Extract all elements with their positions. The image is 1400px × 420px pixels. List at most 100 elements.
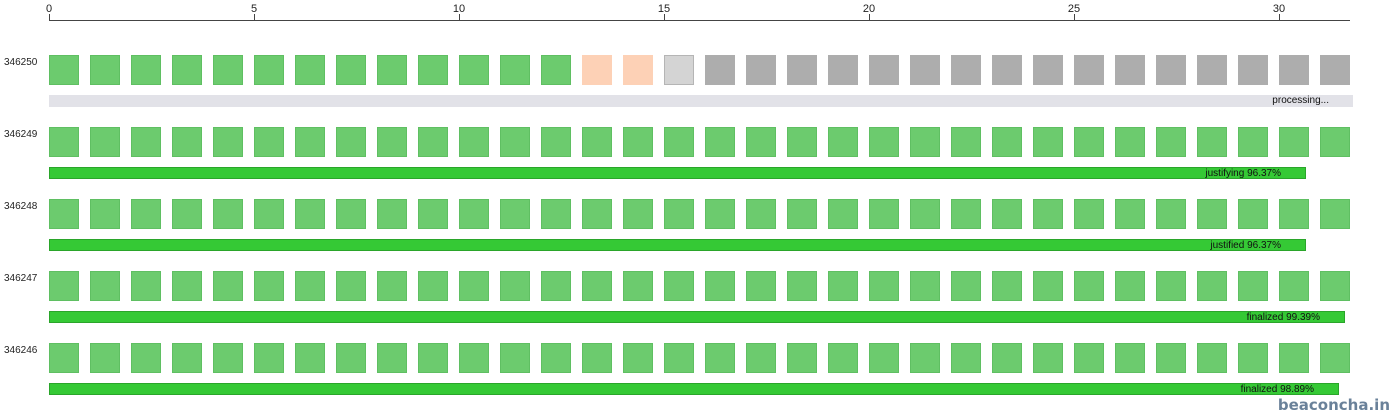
slot-proposed[interactable] xyxy=(500,55,530,85)
slot-proposed[interactable] xyxy=(746,343,776,373)
slot-proposed[interactable] xyxy=(1320,199,1350,229)
slot-proposed[interactable] xyxy=(131,127,161,157)
slot-proposed[interactable] xyxy=(49,127,79,157)
slot-proposed[interactable] xyxy=(295,199,325,229)
slot-proposed[interactable] xyxy=(500,271,530,301)
slot-proposed[interactable] xyxy=(1197,343,1227,373)
slot-future[interactable] xyxy=(910,55,940,85)
slot-proposed[interactable] xyxy=(1156,127,1186,157)
slot-future[interactable] xyxy=(1074,55,1104,85)
slot-proposed[interactable] xyxy=(254,271,284,301)
slot-proposed[interactable] xyxy=(49,55,79,85)
slot-proposed[interactable] xyxy=(213,199,243,229)
slot-scheduled[interactable] xyxy=(623,55,653,85)
epoch-number[interactable]: 346248 xyxy=(4,201,38,212)
slot-proposed[interactable] xyxy=(377,55,407,85)
slot-proposed[interactable] xyxy=(254,343,284,373)
slot-proposed[interactable] xyxy=(500,127,530,157)
slot-proposed[interactable] xyxy=(377,127,407,157)
slot-proposed[interactable] xyxy=(131,343,161,373)
slot-proposed[interactable] xyxy=(131,199,161,229)
slot-proposed[interactable] xyxy=(746,271,776,301)
slot-proposed[interactable] xyxy=(746,127,776,157)
slot-proposed[interactable] xyxy=(418,199,448,229)
slot-future[interactable] xyxy=(705,55,735,85)
slot-proposed[interactable] xyxy=(459,199,489,229)
slot-proposed[interactable] xyxy=(500,199,530,229)
slot-proposed[interactable] xyxy=(90,199,120,229)
slot-proposed[interactable] xyxy=(992,271,1022,301)
slot-future[interactable] xyxy=(1197,55,1227,85)
slot-proposed[interactable] xyxy=(377,271,407,301)
epoch-number[interactable]: 346250 xyxy=(4,57,38,68)
slot-proposed[interactable] xyxy=(1115,271,1145,301)
slot-proposed[interactable] xyxy=(828,343,858,373)
slot-scheduled[interactable] xyxy=(582,55,612,85)
slot-proposed[interactable] xyxy=(1115,343,1145,373)
slot-proposed[interactable] xyxy=(336,343,366,373)
slot-future[interactable] xyxy=(1238,55,1268,85)
slot-proposed[interactable] xyxy=(172,127,202,157)
slot-proposed[interactable] xyxy=(1156,271,1186,301)
slot-future[interactable] xyxy=(951,55,981,85)
slot-proposed[interactable] xyxy=(131,271,161,301)
slot-proposed[interactable] xyxy=(49,199,79,229)
slot-future[interactable] xyxy=(1156,55,1186,85)
slot-future[interactable] xyxy=(869,55,899,85)
slot-proposed[interactable] xyxy=(951,199,981,229)
slot-proposed[interactable] xyxy=(172,343,202,373)
slot-proposed[interactable] xyxy=(541,343,571,373)
slot-proposed[interactable] xyxy=(418,127,448,157)
slot-proposed[interactable] xyxy=(705,127,735,157)
slot-proposed[interactable] xyxy=(828,199,858,229)
slot-proposed[interactable] xyxy=(213,127,243,157)
slot-proposed[interactable] xyxy=(869,127,899,157)
slot-future[interactable] xyxy=(746,55,776,85)
slot-proposed[interactable] xyxy=(336,55,366,85)
slot-proposed[interactable] xyxy=(172,199,202,229)
slot-proposed[interactable] xyxy=(377,199,407,229)
slot-proposed[interactable] xyxy=(1238,271,1268,301)
slot-proposed[interactable] xyxy=(336,127,366,157)
slot-proposed[interactable] xyxy=(1074,199,1104,229)
slot-proposed[interactable] xyxy=(582,343,612,373)
slot-proposed[interactable] xyxy=(582,199,612,229)
slot-future[interactable] xyxy=(1115,55,1145,85)
slot-proposed[interactable] xyxy=(787,271,817,301)
slot-proposed[interactable] xyxy=(623,343,653,373)
slot-proposed[interactable] xyxy=(254,55,284,85)
slot-proposed[interactable] xyxy=(1279,271,1309,301)
slot-proposed[interactable] xyxy=(992,199,1022,229)
slot-proposed[interactable] xyxy=(1115,127,1145,157)
epoch-number[interactable]: 346249 xyxy=(4,129,38,140)
slot-proposed[interactable] xyxy=(828,271,858,301)
slot-future[interactable] xyxy=(1033,55,1063,85)
slot-proposed[interactable] xyxy=(1279,199,1309,229)
slot-proposed[interactable] xyxy=(1320,127,1350,157)
slot-proposed[interactable] xyxy=(418,271,448,301)
slot-proposed[interactable] xyxy=(418,343,448,373)
slot-proposed[interactable] xyxy=(705,271,735,301)
slot-future[interactable] xyxy=(992,55,1022,85)
slot-proposed[interactable] xyxy=(664,127,694,157)
slot-proposed[interactable] xyxy=(500,343,530,373)
slot-proposed[interactable] xyxy=(1197,199,1227,229)
slot-proposed[interactable] xyxy=(336,271,366,301)
slot-current[interactable] xyxy=(664,55,694,85)
slot-proposed[interactable] xyxy=(418,55,448,85)
slot-proposed[interactable] xyxy=(623,199,653,229)
slot-proposed[interactable] xyxy=(459,127,489,157)
slot-proposed[interactable] xyxy=(49,271,79,301)
slot-future[interactable] xyxy=(1279,55,1309,85)
slot-proposed[interactable] xyxy=(910,271,940,301)
slot-proposed[interactable] xyxy=(213,343,243,373)
slot-proposed[interactable] xyxy=(541,199,571,229)
slot-proposed[interactable] xyxy=(1156,343,1186,373)
slot-proposed[interactable] xyxy=(131,55,161,85)
slot-proposed[interactable] xyxy=(1197,127,1227,157)
slot-proposed[interactable] xyxy=(1279,127,1309,157)
slot-proposed[interactable] xyxy=(295,127,325,157)
slot-proposed[interactable] xyxy=(1279,343,1309,373)
slot-proposed[interactable] xyxy=(828,127,858,157)
slot-proposed[interactable] xyxy=(910,127,940,157)
